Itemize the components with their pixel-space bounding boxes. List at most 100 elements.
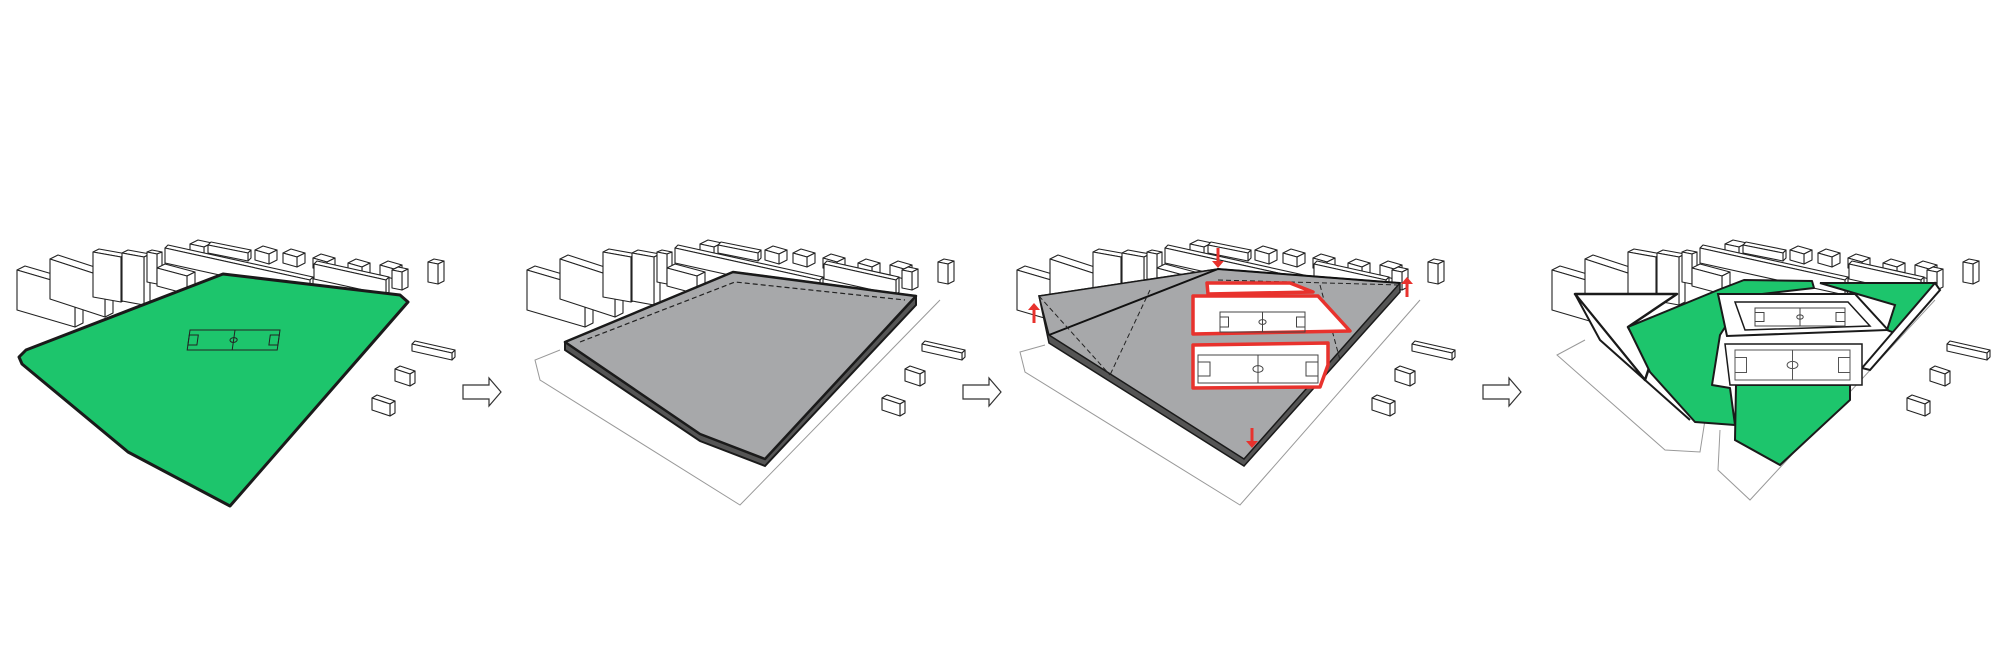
building-front bbox=[937, 261, 949, 285]
fold-dashed-line bbox=[1038, 295, 1111, 376]
red-pitch-cutout bbox=[1191, 294, 1352, 336]
building-side bbox=[437, 260, 445, 285]
building-front bbox=[1411, 343, 1453, 361]
right-arrow-icon bbox=[462, 376, 502, 408]
site-boundary bbox=[1556, 339, 1706, 453]
building-side bbox=[389, 400, 396, 417]
building-side bbox=[1924, 400, 1931, 417]
building-front bbox=[792, 252, 808, 268]
building-front bbox=[656, 251, 668, 285]
building-front bbox=[49, 258, 106, 318]
building bbox=[792, 248, 816, 268]
building-side bbox=[919, 370, 926, 387]
building-front bbox=[1427, 261, 1439, 285]
panel-1-green-site bbox=[16, 239, 456, 508]
pitch-penalty-box bbox=[1835, 312, 1846, 322]
building-front bbox=[881, 397, 901, 417]
right-arrow-icon bbox=[962, 376, 1002, 408]
fold-dashed-line bbox=[1217, 279, 1401, 286]
green-roof-surface bbox=[1733, 384, 1851, 467]
step-arrows bbox=[462, 376, 1522, 408]
building bbox=[904, 365, 926, 387]
site-boundary bbox=[1019, 299, 1421, 506]
arrow-head bbox=[1246, 441, 1258, 448]
building-front bbox=[1681, 251, 1693, 285]
building bbox=[921, 340, 966, 361]
building-side bbox=[409, 370, 416, 387]
building-front bbox=[1254, 249, 1270, 265]
pitch-center-circle bbox=[1786, 360, 1799, 370]
building bbox=[1411, 340, 1456, 361]
building-front bbox=[1946, 343, 1988, 361]
building-front bbox=[1371, 397, 1391, 417]
building-front bbox=[207, 244, 249, 262]
building bbox=[282, 248, 306, 268]
white-wall-right bbox=[1860, 281, 1942, 372]
fold-dashed-line bbox=[1319, 284, 1341, 361]
building bbox=[1906, 394, 1931, 417]
fold-ridge-line bbox=[1048, 267, 1401, 336]
panel-3-folded-slab-with-pitches bbox=[1016, 239, 1456, 506]
building-side bbox=[1389, 400, 1396, 417]
building-front bbox=[1394, 368, 1411, 387]
football-pitch bbox=[186, 329, 281, 351]
pitch-penalty-box bbox=[1305, 361, 1319, 377]
building bbox=[1789, 245, 1813, 265]
building-side bbox=[1409, 370, 1416, 387]
building bbox=[394, 365, 416, 387]
building-front bbox=[391, 269, 403, 291]
building-front bbox=[394, 368, 411, 387]
building-front bbox=[559, 258, 616, 318]
building bbox=[1427, 258, 1445, 285]
building bbox=[1946, 340, 1991, 361]
building bbox=[313, 260, 390, 296]
building bbox=[764, 245, 788, 265]
football-pitch bbox=[1219, 311, 1306, 333]
pitch-center-circle bbox=[1258, 319, 1267, 325]
building-front bbox=[1906, 397, 1926, 417]
building-front bbox=[1817, 252, 1833, 268]
building-front bbox=[121, 252, 145, 306]
building bbox=[1962, 258, 1980, 285]
building bbox=[1254, 245, 1278, 265]
pitch-center-circle bbox=[229, 337, 238, 343]
building-front bbox=[1742, 244, 1784, 262]
building bbox=[1394, 365, 1416, 387]
pitch-penalty-box bbox=[187, 334, 199, 346]
slab-offset-dashed bbox=[579, 281, 906, 343]
building bbox=[391, 266, 409, 291]
up-arrow-icon bbox=[1028, 303, 1040, 323]
pitch-penalty-box bbox=[1754, 312, 1765, 322]
building-front bbox=[602, 251, 632, 303]
pitch-penalty-box bbox=[1734, 357, 1747, 373]
building bbox=[1371, 394, 1396, 417]
building-side bbox=[1972, 260, 1980, 285]
building-side bbox=[1944, 370, 1951, 387]
down-arrow-icon bbox=[1246, 428, 1258, 448]
building-front bbox=[371, 397, 391, 417]
building-front bbox=[427, 261, 439, 285]
building bbox=[427, 258, 445, 285]
arrow-head bbox=[1028, 303, 1040, 310]
lower-pitch-deck bbox=[1724, 343, 1863, 386]
pitch-center-circle bbox=[1796, 314, 1804, 320]
building-front bbox=[92, 251, 122, 303]
building-front bbox=[1929, 368, 1946, 387]
building-front bbox=[1962, 261, 1974, 285]
football-pitch bbox=[1197, 354, 1319, 384]
building-front bbox=[1789, 249, 1805, 265]
building-side bbox=[1437, 260, 1445, 285]
building-side bbox=[947, 260, 955, 285]
building-side bbox=[401, 268, 409, 291]
building-front bbox=[282, 252, 298, 268]
green-roof-surface bbox=[1627, 279, 1815, 426]
white-wall-left-face bbox=[1574, 293, 1691, 421]
pitch-center-circle bbox=[1252, 365, 1264, 373]
right-arrow-icon bbox=[1482, 376, 1522, 408]
football-pitch bbox=[1754, 307, 1846, 327]
building-front bbox=[1282, 252, 1298, 268]
football-pitch bbox=[1734, 349, 1851, 381]
pitch-penalty-box bbox=[1219, 316, 1229, 328]
building bbox=[254, 245, 278, 265]
